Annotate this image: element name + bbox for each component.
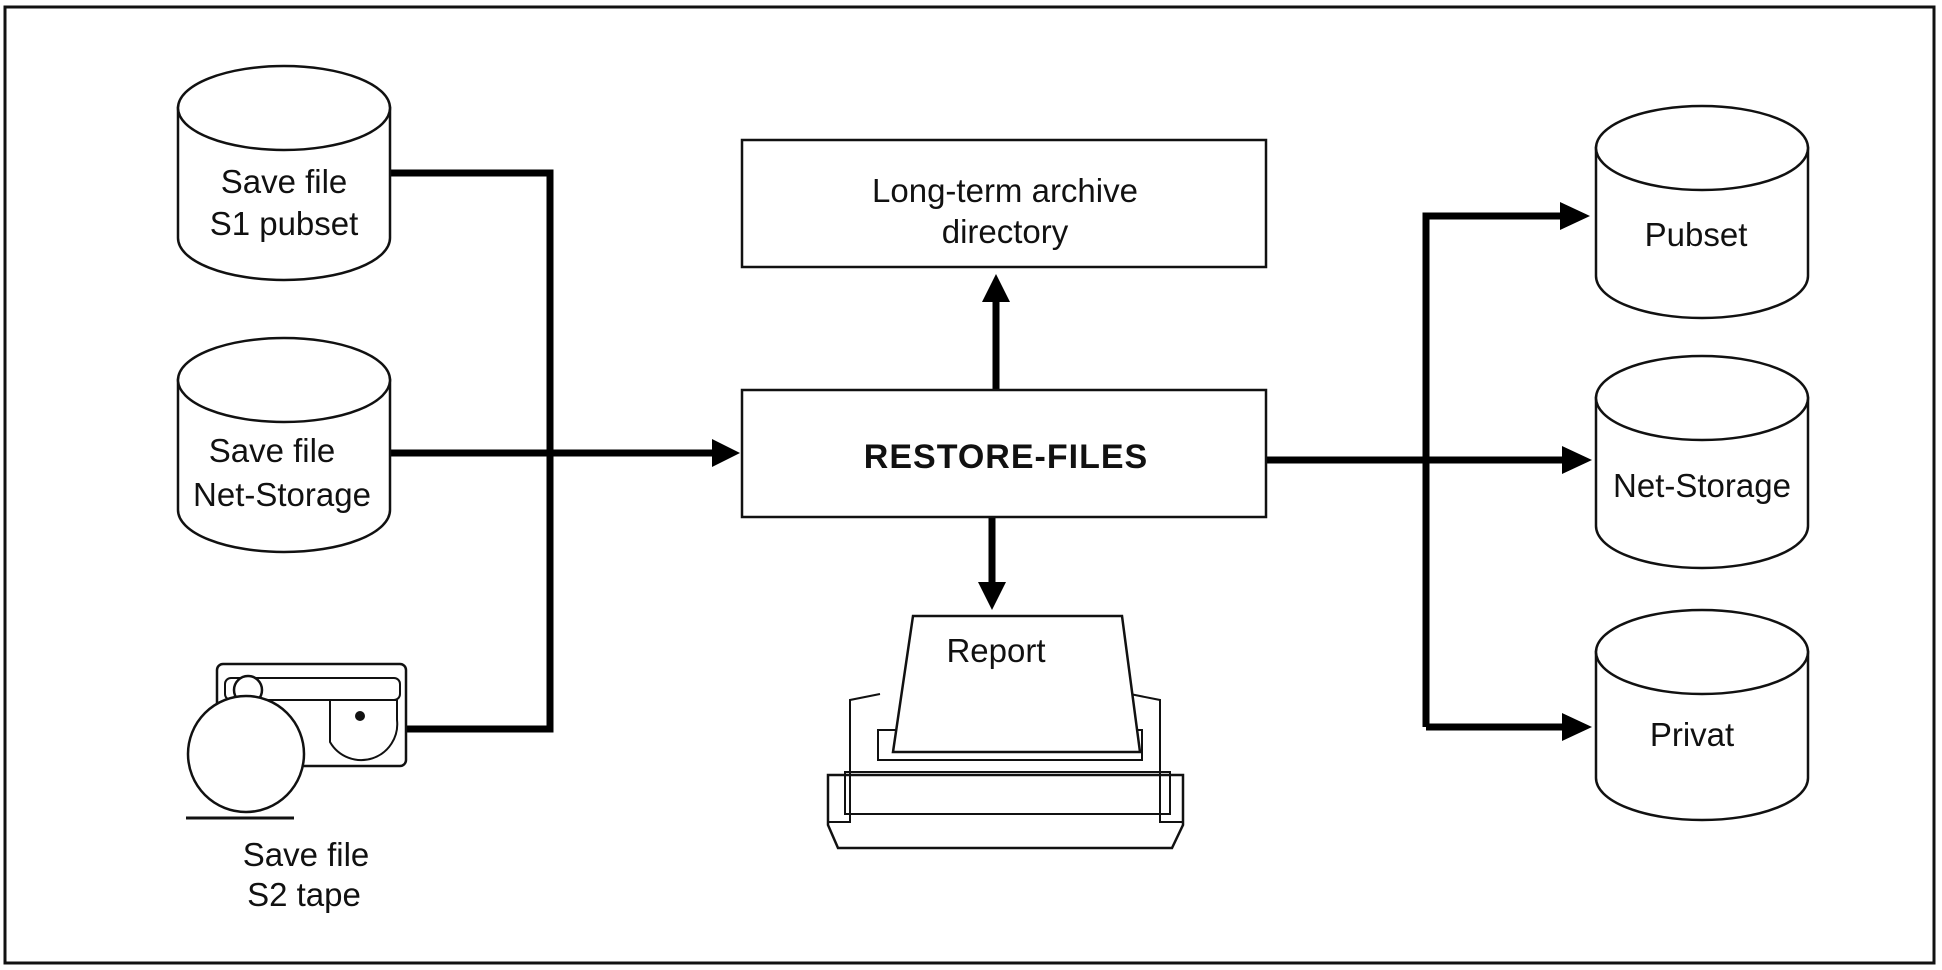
archive-connector <box>982 274 1010 390</box>
restore-files-label: RESTORE-FILES <box>864 438 1148 476</box>
source-net-storage-line2: Net-Storage <box>193 476 371 513</box>
archive-directory-line2: directory <box>942 213 1069 250</box>
input-connectors <box>386 169 740 733</box>
target-pubset-label: Pubset <box>1645 216 1748 253</box>
diagram-frame <box>3 5 1936 965</box>
archive-directory-line1: Long-term archive <box>872 172 1138 209</box>
cylinder-icon <box>176 106 392 282</box>
target-privat: Privat <box>1594 608 1810 822</box>
target-privat-label: Privat <box>1650 716 1734 753</box>
output-connectors <box>1265 202 1592 741</box>
source-s2-tape: Save file S2 tape <box>186 662 408 913</box>
restore-files-box: RESTORE-FILES <box>740 388 1268 519</box>
target-pubset: Pubset <box>1594 104 1810 320</box>
source-net-storage: Save file Net-Storage <box>176 336 392 554</box>
report-label: Report <box>946 632 1045 669</box>
source-net-storage-line1: Save file <box>209 432 336 469</box>
cylinder-icon <box>1594 396 1810 570</box>
source-s1-pubset-line2: S1 pubset <box>210 205 359 242</box>
printer-icon <box>826 614 1185 850</box>
cylinder-icon <box>176 378 392 554</box>
source-s1-pubset: Save file S1 pubset <box>176 64 392 282</box>
source-s2-tape-line1: Save file <box>243 836 370 873</box>
tape-drive-icon <box>186 662 408 820</box>
report-connector <box>978 518 1006 610</box>
source-s1-pubset-line1: Save file <box>221 163 348 200</box>
cylinder-icon <box>1594 146 1810 320</box>
target-net-storage-label: Net-Storage <box>1613 467 1791 504</box>
cylinder-icon <box>1594 650 1810 822</box>
source-s2-tape-line2: S2 tape <box>247 876 361 913</box>
report-printer: Report <box>826 614 1185 850</box>
archive-directory-box: Long-term archive directory <box>740 138 1268 269</box>
target-net-storage: Net-Storage <box>1594 354 1810 570</box>
